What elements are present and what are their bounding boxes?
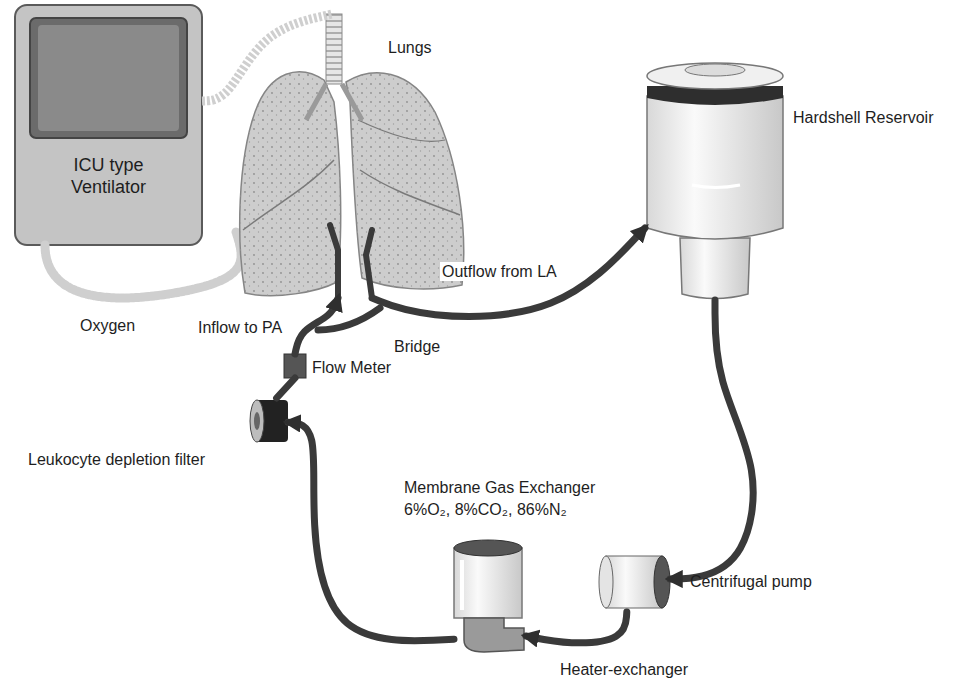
ventilator-node: ICU type Ventilator [15,5,202,245]
oxygen-hose [202,14,332,101]
component-label: Hardshell Reservoir [793,108,934,127]
pump-illustration [599,556,670,608]
heater-outlet-tube [288,422,454,641]
flow-meter-node: Flow Meter [284,354,306,378]
lungs-illustration [240,14,464,298]
gas-mixture-label: 6%O₂, 8%CO₂, 86%N₂ [404,500,567,519]
flow-meter-box [284,354,306,378]
reservoir-illustration [647,63,783,299]
bridge-label: Bridge [392,337,442,356]
filter-node: Leukocyte depletion filter [250,398,288,442]
heater-node: Heater-exchanger [454,620,526,652]
component-label: ICU type Ventilator [50,155,167,198]
filter-illustration [250,400,288,442]
component-label: Flow Meter [312,358,391,377]
component-label: Membrane Gas Exchanger [404,478,595,497]
tube-label: Oxygen [78,316,137,335]
tube-label: Outflow from LA [440,262,559,281]
gas-exchanger-node: Membrane Gas Exchanger6%O₂, 8%CO₂, 86%N₂ [452,540,524,618]
filter-outlet-tube [277,378,295,398]
inflow-tube [295,298,338,354]
ventilator-monitor [15,5,202,245]
outflow-tube [372,228,645,316]
reservoir-node: Hardshell Reservoir [645,60,785,300]
pump-node: Centrifugal pump [598,552,670,612]
component-label: Heater-exchanger [560,660,688,679]
component-label: Leukocyte depletion filter [28,450,205,469]
component-label: Centrifugal pump [690,572,812,591]
pump-inlet-tube [670,300,753,579]
ventilator-hose [45,232,241,298]
pump-outlet-tube [526,612,627,643]
component-label: Lungs [388,38,432,57]
oxygenator-illustration [454,540,524,652]
tube-label: Inflow to PA [196,318,284,337]
lungs-node: Lungs [238,14,468,298]
